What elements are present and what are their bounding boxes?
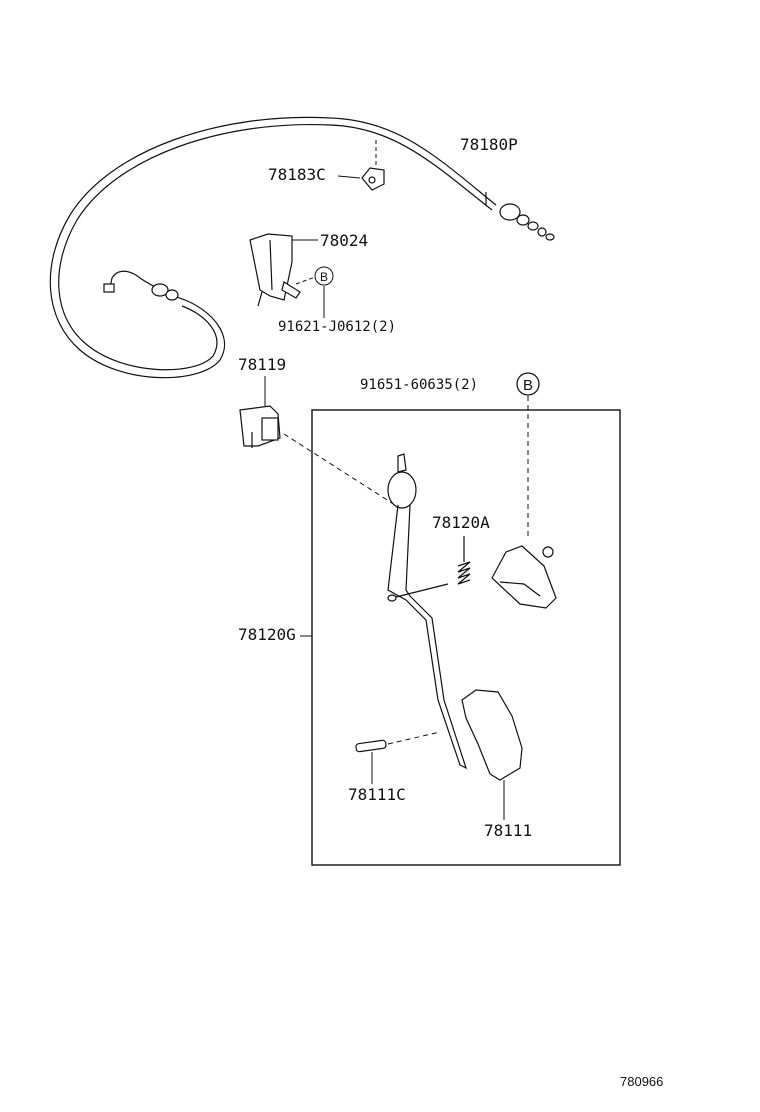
cable-end-fitting[interactable] (485, 192, 555, 241)
label-pedal-assy: 78120G (238, 625, 296, 644)
figure-reference: 780966 (620, 1074, 664, 1089)
label-bracket-bolt: 91621-J0612(2) (278, 319, 397, 335)
accelerator-cable[interactable] (49, 116, 497, 379)
callout-b-large: B (516, 372, 540, 396)
label-pedal-bolt: 91651-60635(2) (360, 377, 479, 393)
sensor-dashed-leader (283, 433, 396, 506)
return-spring[interactable] (457, 536, 471, 585)
pin-dashed-leader (387, 731, 441, 745)
sensor-block[interactable] (239, 405, 281, 448)
svg-text:B: B (320, 270, 328, 284)
svg-text:B: B (523, 377, 533, 394)
pedal-pad[interactable] (461, 689, 523, 781)
label-pad: 78111 (484, 821, 533, 840)
pedal-assy-box (311, 409, 621, 866)
clamp-label-leader (337, 175, 361, 179)
cable-clamp[interactable] (361, 167, 385, 191)
label-pad-pin: 78111C (348, 785, 406, 804)
pedal-arm[interactable] (387, 453, 468, 770)
pad-pin[interactable] (355, 739, 387, 753)
callout-b-small: B (314, 266, 334, 286)
cable-end-left[interactable] (103, 270, 186, 301)
pedal-bracket[interactable] (491, 545, 557, 609)
label-spring: 78120A (432, 513, 490, 532)
label-sensor: 78119 (238, 355, 287, 374)
label-clamp: 78183C (268, 165, 326, 184)
bracket-bolt-leader (295, 275, 319, 285)
label-cable: 78180P (460, 135, 518, 154)
label-bracket: 78024 (320, 231, 369, 250)
cable-bracket[interactable] (249, 233, 301, 307)
